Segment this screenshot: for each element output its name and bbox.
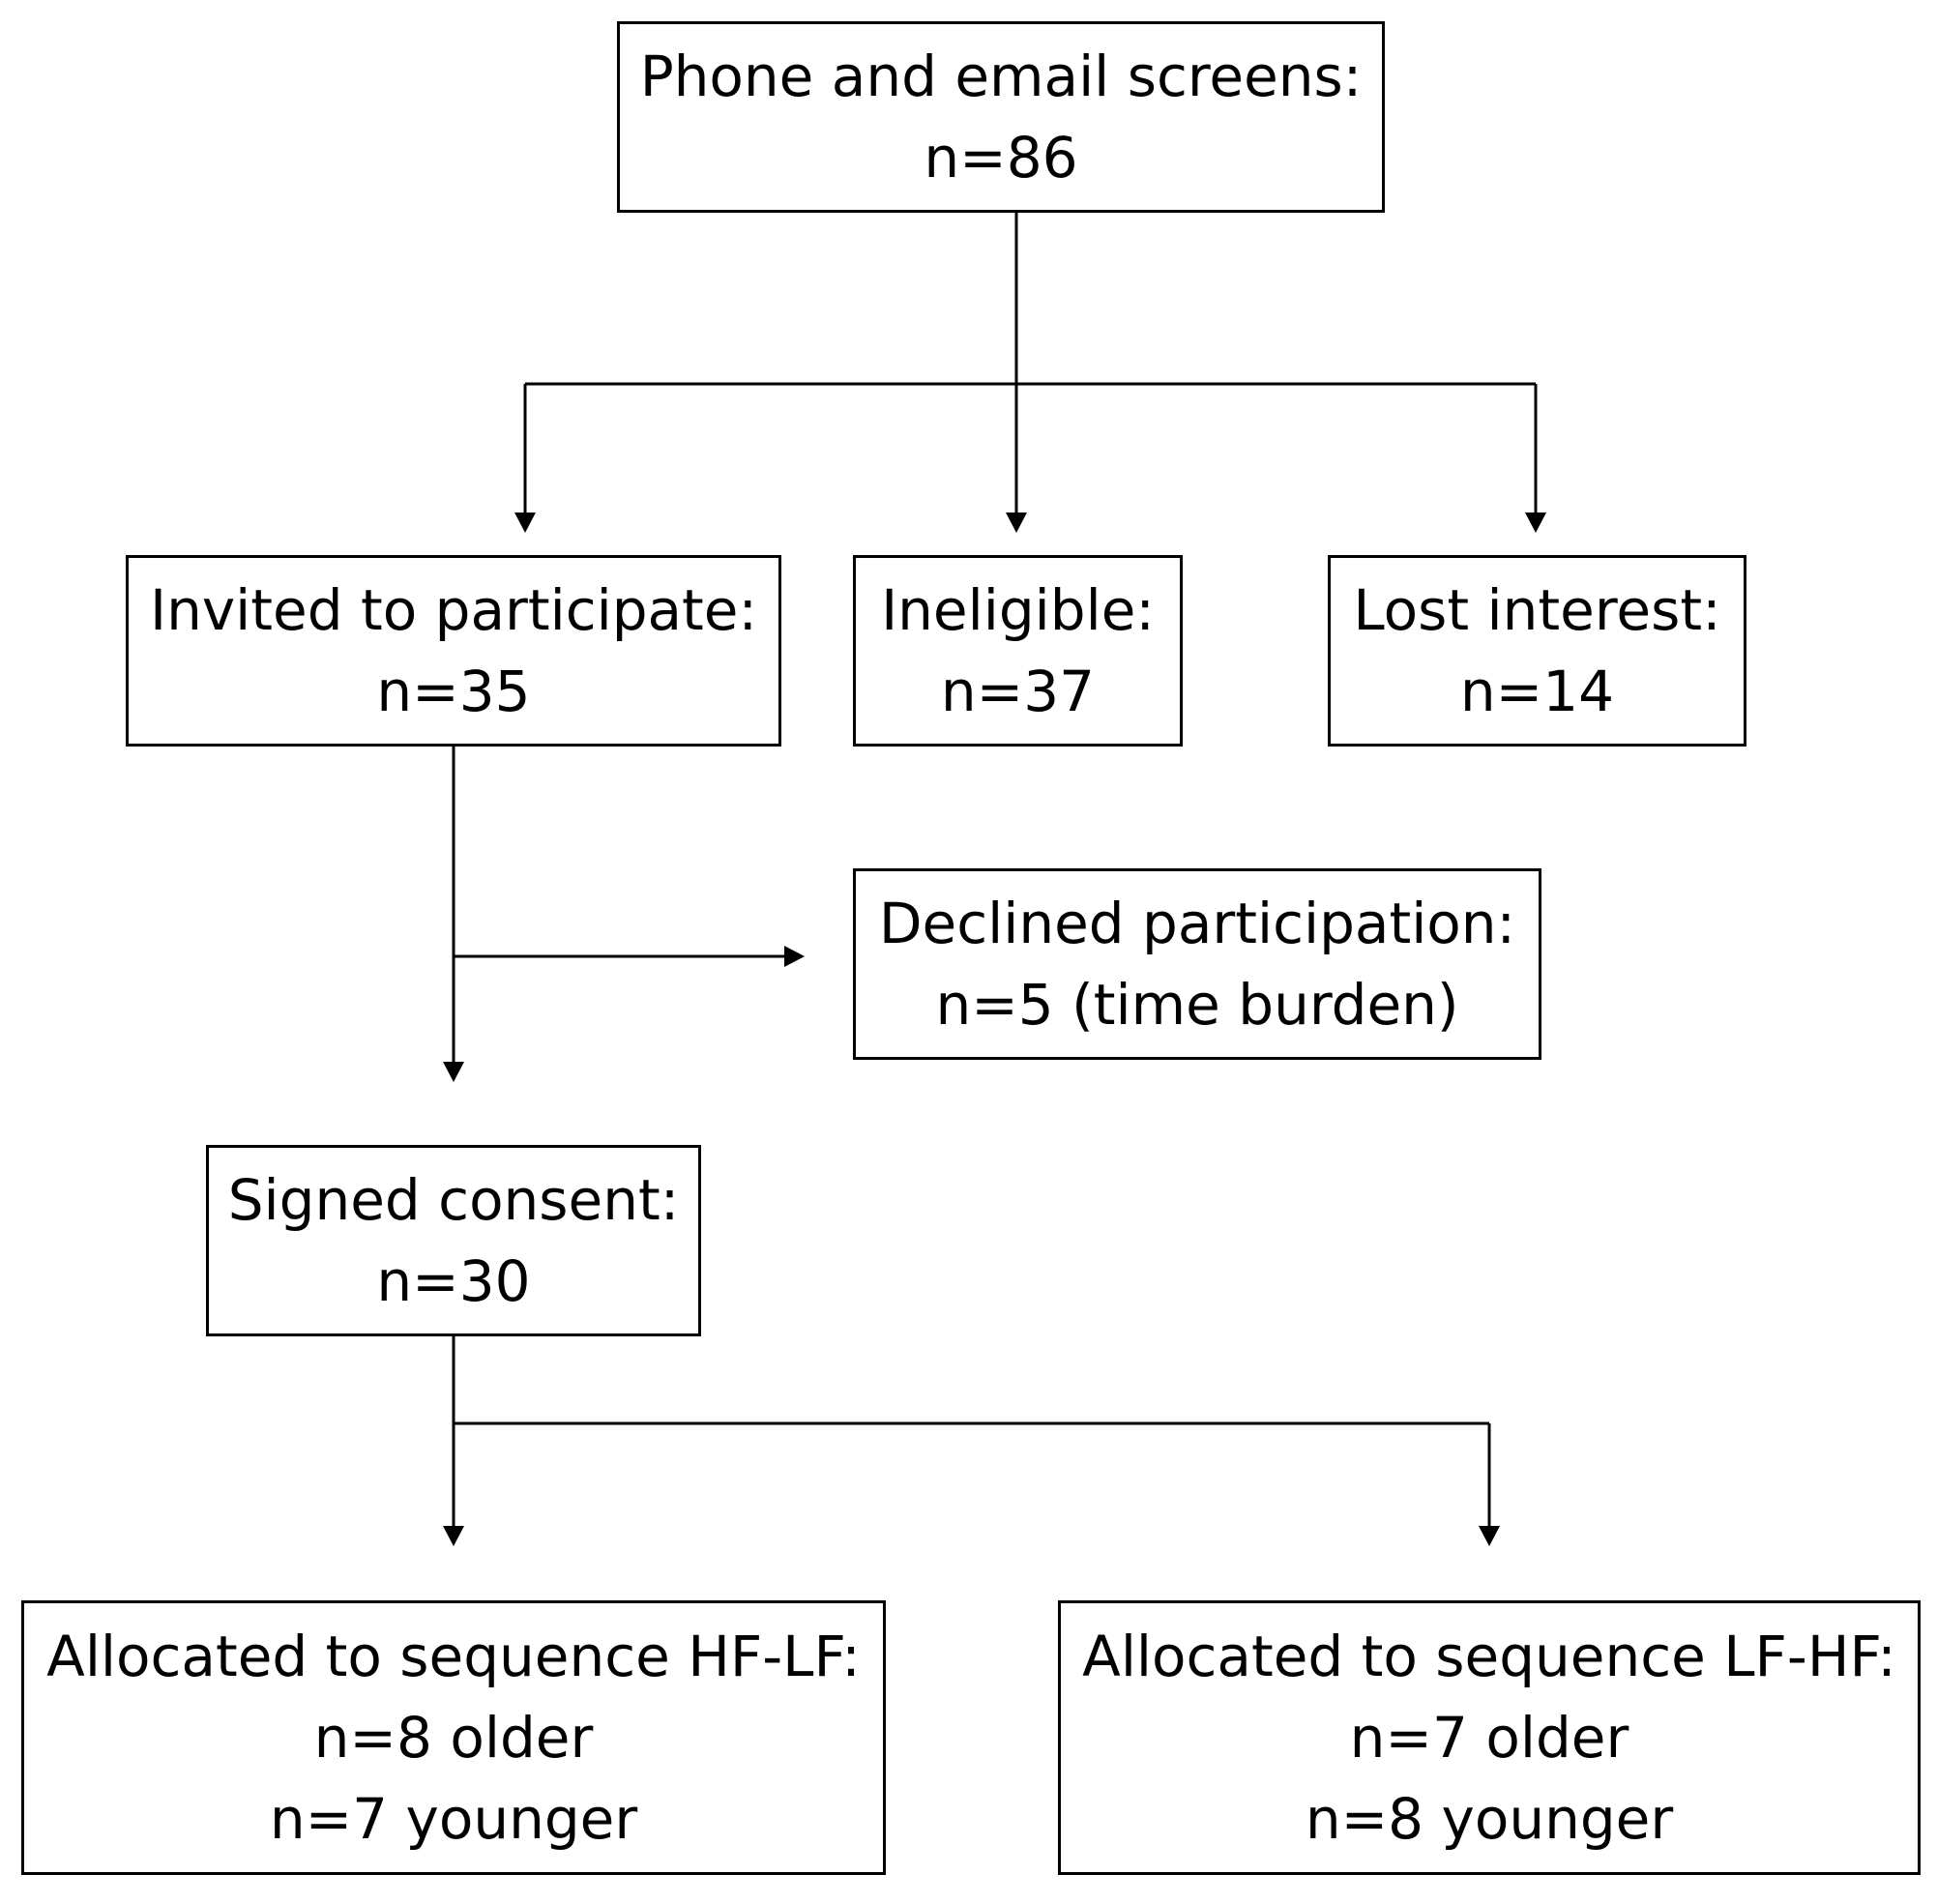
consent-box: Signed consent: n=30 [206, 1145, 701, 1336]
lf-hf-title: Allocated to sequence LF-HF: [1082, 1624, 1896, 1689]
invited-count: n=35 [376, 659, 531, 724]
ineligible-box: Ineligible: n=37 [853, 555, 1183, 747]
hf-lf-older: n=8 older [313, 1705, 594, 1771]
arrowhead-invited [514, 513, 536, 533]
screens-title: Phone and email screens: [639, 44, 1363, 109]
consent-count: n=30 [376, 1248, 531, 1314]
screens-box: Phone and email screens: n=86 [617, 21, 1385, 213]
lf-hf-box: Allocated to sequence LF-HF: n=7 older n… [1058, 1600, 1921, 1875]
hf-lf-title: Allocated to sequence HF-LF: [46, 1624, 861, 1689]
ineligible-count: n=37 [940, 659, 1096, 724]
declined-count: n=5 (time burden) [935, 972, 1459, 1038]
lf-hf-younger: n=8 younger [1305, 1786, 1674, 1852]
arrowhead-hf-lf [443, 1526, 464, 1546]
lf-hf-older: n=7 older [1349, 1705, 1629, 1771]
hf-lf-box: Allocated to sequence HF-LF: n=8 older n… [21, 1600, 886, 1875]
invited-title: Invited to participate: [149, 577, 758, 643]
hf-lf-younger: n=7 younger [269, 1786, 638, 1852]
consent-title: Signed consent: [227, 1167, 680, 1233]
screens-count: n=86 [924, 125, 1078, 190]
arrowhead-lf-hf [1479, 1526, 1500, 1546]
declined-title: Declined participation: [878, 891, 1516, 956]
declined-box: Declined participation: n=5 (time burden… [853, 868, 1541, 1060]
lost-interest-count: n=14 [1459, 659, 1615, 724]
invited-box: Invited to participate: n=35 [126, 555, 781, 747]
arrowhead-ineligible [1006, 513, 1027, 533]
lost-interest-title: Lost interest: [1353, 577, 1721, 643]
arrowhead-consent [443, 1062, 464, 1082]
arrowhead-declined [784, 946, 805, 967]
ineligible-title: Ineligible: [881, 577, 1155, 643]
lost-interest-box: Lost interest: n=14 [1328, 555, 1746, 747]
arrowhead-lost-interest [1525, 513, 1546, 533]
